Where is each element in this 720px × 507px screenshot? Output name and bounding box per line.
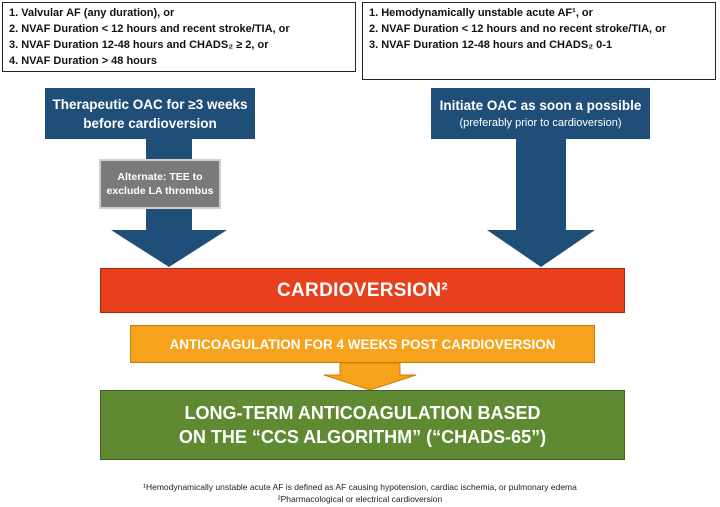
right-pathway-arrow [431,88,650,267]
alternate-tee-box: Alternate: TEE to exclude LA thrombus [99,159,221,209]
left-action-line1: Therapeutic OAC for ≥3 weeks [52,96,248,112]
post-anticoagulation-label: ANTICOAGULATION FOR 4 WEEKS POST CARDIOV… [169,336,556,352]
longterm-anticoagulation-box: LONG-TERM ANTICOAGULATION BASED ON THE “… [100,390,625,460]
right-action-line2: (preferably prior to cardioversion) [459,117,622,129]
post-anticoagulation-box: ANTICOAGULATION FOR 4 WEEKS POST CARDIOV… [130,325,595,363]
alternate-line1: Alternate: TEE to [117,171,203,183]
left-action-box: Therapeutic OAC for ≥3 weeks before card… [45,88,255,139]
left-criteria-item: 4. NVAF Duration > 48 hours [9,55,158,67]
right-action-line1: Initiate OAC as soon a possible [439,98,642,113]
left-criteria-item: 1. Valvular AF (any duration), or [9,7,175,19]
longterm-line1: LONG-TERM ANTICOAGULATION BASED [184,403,541,423]
left-criteria-item: 2. NVAF Duration < 12 hours and recent s… [9,23,290,35]
right-criteria-item: 1. Hemodynamically unstable acute AF¹, o… [369,7,593,19]
longterm-line2: ON THE “CCS ALGORITHM” (“CHADS-65”) [178,427,547,447]
footnote-1: ¹Hemodynamically unstable acute AF is de… [143,482,577,492]
right-criteria-item: 3. NVAF Duration 12-48 hours and CHADS₂ … [369,39,613,51]
left-action-line2: before cardioversion [83,115,217,131]
footnote-2: ²Pharmacological or electrical cardiover… [277,494,443,504]
right-criteria-item: 2. NVAF Duration < 12 hours and no recen… [369,23,667,35]
alternate-line2: exclude LA thrombus [106,185,214,197]
left-criteria-item: 3. NVAF Duration 12-48 hours and CHADS₂ … [9,39,269,51]
right-criteria-box: 1. Hemodynamically unstable acute AF¹, o… [362,2,716,80]
cardioversion-label: CARDIOVERSION² [277,279,448,301]
cardioversion-box: CARDIOVERSION² [100,268,625,313]
post-to-longterm-arrow [323,362,417,391]
right-action-box: Initiate OAC as soon a possible (prefera… [431,88,650,139]
left-criteria-box: 1. Valvular AF (any duration), or 2. NVA… [2,2,356,72]
